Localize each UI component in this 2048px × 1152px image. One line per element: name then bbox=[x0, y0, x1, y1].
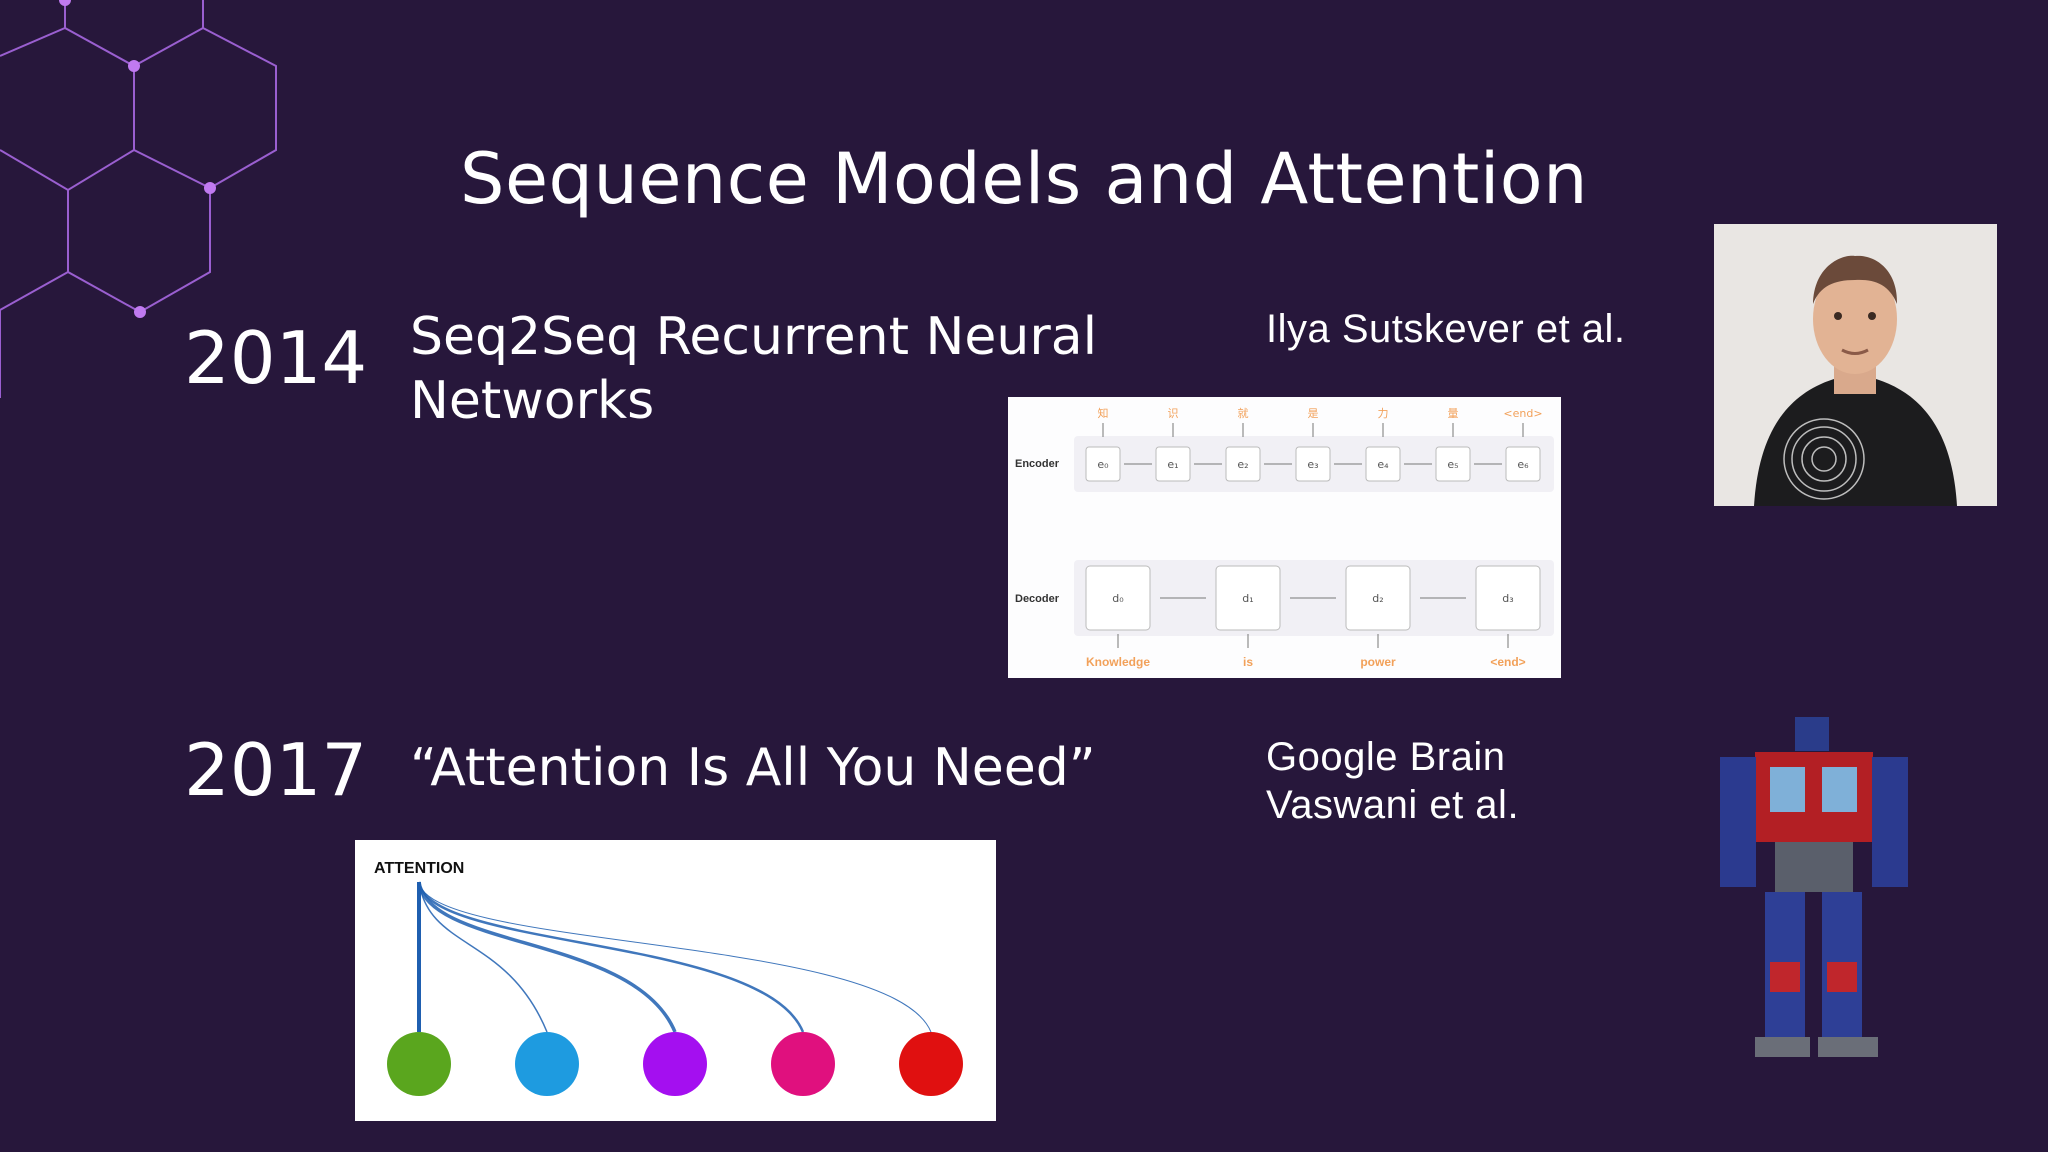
input-token: <end> bbox=[1503, 407, 1542, 420]
decoder-state-label: d₃ bbox=[1502, 592, 1513, 605]
attention-node bbox=[899, 1032, 963, 1096]
output-token: power bbox=[1360, 655, 1396, 669]
output-token: is bbox=[1243, 655, 1253, 669]
year-2017: 2017 bbox=[184, 728, 368, 812]
input-token: 识 bbox=[1168, 407, 1179, 420]
author-sutskever: Ilya Sutskever et al. bbox=[1266, 307, 1626, 351]
encoder-state-label: e₂ bbox=[1237, 458, 1248, 471]
encoder-state-box bbox=[1225, 446, 1261, 482]
decoder-row: d₀ Knowledge d₁ is d₂ power d₃ <end> bbox=[1085, 565, 1541, 669]
robot-figure bbox=[1700, 712, 1930, 1062]
attention-nodes bbox=[387, 1032, 963, 1096]
attention-node bbox=[643, 1032, 707, 1096]
author-org: Google Brain bbox=[1266, 735, 1506, 779]
decoder-state-label: d₂ bbox=[1372, 592, 1383, 605]
decoder-state-box bbox=[1215, 565, 1281, 631]
input-token: 知 bbox=[1098, 406, 1109, 420]
decoder-label: Decoder bbox=[1015, 593, 1060, 605]
slide-title: Sequence Models and Attention bbox=[460, 138, 1588, 220]
author-vaswani: Vaswani et al. bbox=[1266, 783, 1520, 827]
encoder-state-label: e₁ bbox=[1167, 458, 1178, 471]
input-token: 是 bbox=[1308, 407, 1319, 420]
attention-line bbox=[418, 881, 932, 1033]
encoder-state-box bbox=[1365, 446, 1401, 482]
input-token: 就 bbox=[1238, 406, 1249, 420]
decoder-state-label: d₀ bbox=[1112, 592, 1124, 605]
input-token: 量 bbox=[1448, 407, 1459, 420]
attention-lines bbox=[417, 881, 932, 1033]
encoder-state-box bbox=[1295, 446, 1331, 482]
seq2seq-diagram: Encoder Decoder 知 e₀ 识 e₁ 就 e₂ 是 e₃ 力 e₄ 量 e₅ <end> e… bbox=[1008, 397, 1561, 678]
encoder-state-label: e₆ bbox=[1517, 458, 1529, 471]
output-token: <end> bbox=[1490, 655, 1525, 669]
encoder-state-box bbox=[1085, 446, 1121, 482]
output-token: Knowledge bbox=[1086, 655, 1150, 669]
attention-diagram: ATTENTION bbox=[355, 840, 996, 1121]
input-token: 力 bbox=[1378, 407, 1389, 420]
attention-node bbox=[387, 1032, 451, 1096]
encoder-state-label: e₄ bbox=[1377, 458, 1389, 471]
hexagon-decoration bbox=[0, 0, 277, 398]
encoder-state-box bbox=[1505, 446, 1541, 482]
attention-line bbox=[418, 881, 548, 1033]
author-block-google: Google Brain Vaswani et al. bbox=[1266, 733, 1519, 829]
attention-line bbox=[417, 881, 805, 1033]
decoder-state-box bbox=[1345, 565, 1411, 631]
encoder-state-label: e₅ bbox=[1447, 458, 1458, 471]
paper-title-seq2seq: Seq2Seq Recurrent Neural Networks bbox=[410, 307, 1098, 431]
year-2014: 2014 bbox=[184, 316, 368, 400]
encoder-state-label: e₀ bbox=[1097, 458, 1109, 471]
attention-node bbox=[771, 1032, 835, 1096]
encoder-row: 知 e₀ 识 e₁ 就 e₂ 是 e₃ 力 e₄ 量 e₅ <end> e₆ bbox=[1085, 406, 1543, 482]
encoder-state-label: e₃ bbox=[1307, 458, 1318, 471]
decoder-state-label: d₁ bbox=[1242, 592, 1253, 605]
attention-label: ATTENTION bbox=[374, 860, 464, 877]
encoder-state-box bbox=[1435, 446, 1471, 482]
encoder-label: Encoder bbox=[1015, 458, 1060, 470]
attention-node bbox=[515, 1032, 579, 1096]
paper-title-attention: “Attention Is All You Need” bbox=[410, 738, 1096, 798]
decoder-state-box bbox=[1475, 565, 1541, 631]
attention-line bbox=[417, 881, 677, 1033]
decoder-state-box bbox=[1085, 565, 1151, 631]
portrait-photo bbox=[1714, 224, 1997, 506]
encoder-state-box bbox=[1155, 446, 1191, 482]
